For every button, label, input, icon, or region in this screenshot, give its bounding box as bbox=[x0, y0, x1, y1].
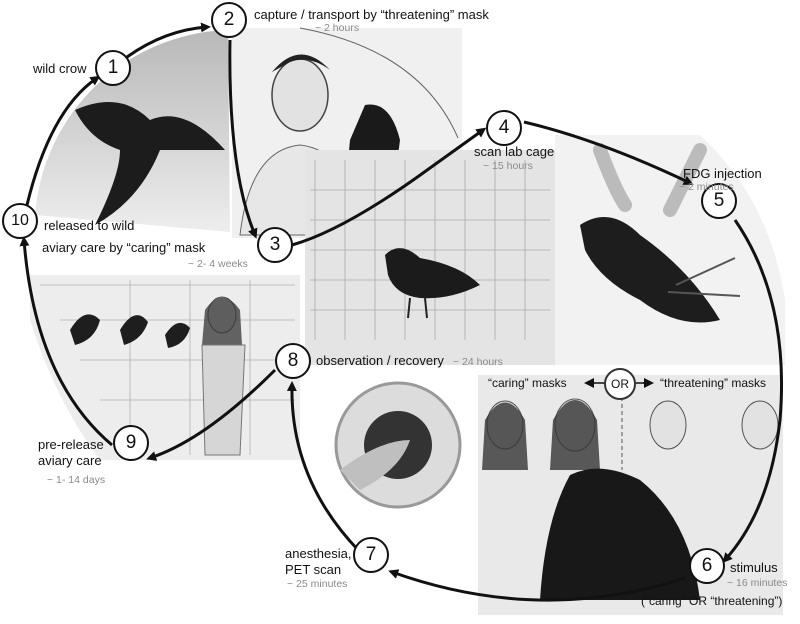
or-badge: OR bbox=[604, 368, 636, 400]
aviary-care-label: aviary care by “caring” mask bbox=[42, 240, 206, 255]
step-8-label: observation / recovery bbox=[316, 353, 444, 368]
step-7-duration: ~ 25 minutes bbox=[287, 578, 348, 590]
step-10-label: released to wild bbox=[44, 218, 135, 233]
step-2-label: capture / transport by “threatening” mas… bbox=[254, 7, 489, 22]
step-10-badge: 10 bbox=[2, 203, 38, 239]
caring-masks-label: “caring” masks bbox=[488, 376, 567, 390]
step-3-badge: 3 bbox=[257, 227, 293, 263]
step-9-duration: ~ 1- 14 days bbox=[47, 474, 106, 486]
step-1-label: wild crow bbox=[33, 61, 87, 76]
aviary-care-duration: ~ 2- 4 weeks bbox=[188, 258, 248, 270]
step-1-badge: 1 bbox=[95, 50, 131, 86]
step-6-duration: ~ 16 minutes bbox=[727, 577, 788, 589]
step-8-badge: 8 bbox=[275, 343, 311, 379]
panel-stimulus-masks bbox=[478, 375, 783, 615]
panel-pet-scan bbox=[334, 381, 462, 509]
step-7-label-line1: anesthesia, bbox=[285, 546, 352, 561]
step-5-label: FDG injection bbox=[683, 166, 762, 181]
panel-aviary bbox=[30, 275, 300, 460]
panel-scan-cage bbox=[305, 150, 555, 365]
step-5-duration: ~ 2 minutes bbox=[679, 181, 734, 193]
step-2-duration: ~ 2 hours bbox=[315, 22, 360, 34]
step-9-label-line1: pre-release bbox=[38, 437, 104, 452]
step-4-label: scan lab cage bbox=[474, 144, 555, 159]
step-7-badge: 7 bbox=[353, 537, 389, 573]
step-5-badge: 5 bbox=[701, 183, 737, 219]
step-6-badge: 6 bbox=[689, 548, 725, 584]
step-6-stimulus-note: (“caring” OR “threatening”) bbox=[641, 594, 783, 608]
panel-wild-crow bbox=[35, 30, 230, 232]
threatening-masks-label: “threatening” masks bbox=[660, 376, 767, 390]
step-8-duration: ~ 24 hours bbox=[453, 356, 503, 368]
step-9-label-line2: aviary care bbox=[38, 453, 102, 468]
step-6-label: stimulus bbox=[730, 560, 778, 575]
cycle-ring bbox=[19, 22, 784, 602]
step-4-badge: 4 bbox=[486, 110, 522, 146]
step-7-label-line2: PET scan bbox=[285, 562, 342, 577]
step-4-duration: ~ 15 hours bbox=[483, 160, 533, 172]
step-9-badge: 9 bbox=[113, 425, 149, 461]
step-2-badge: 2 bbox=[211, 2, 247, 38]
